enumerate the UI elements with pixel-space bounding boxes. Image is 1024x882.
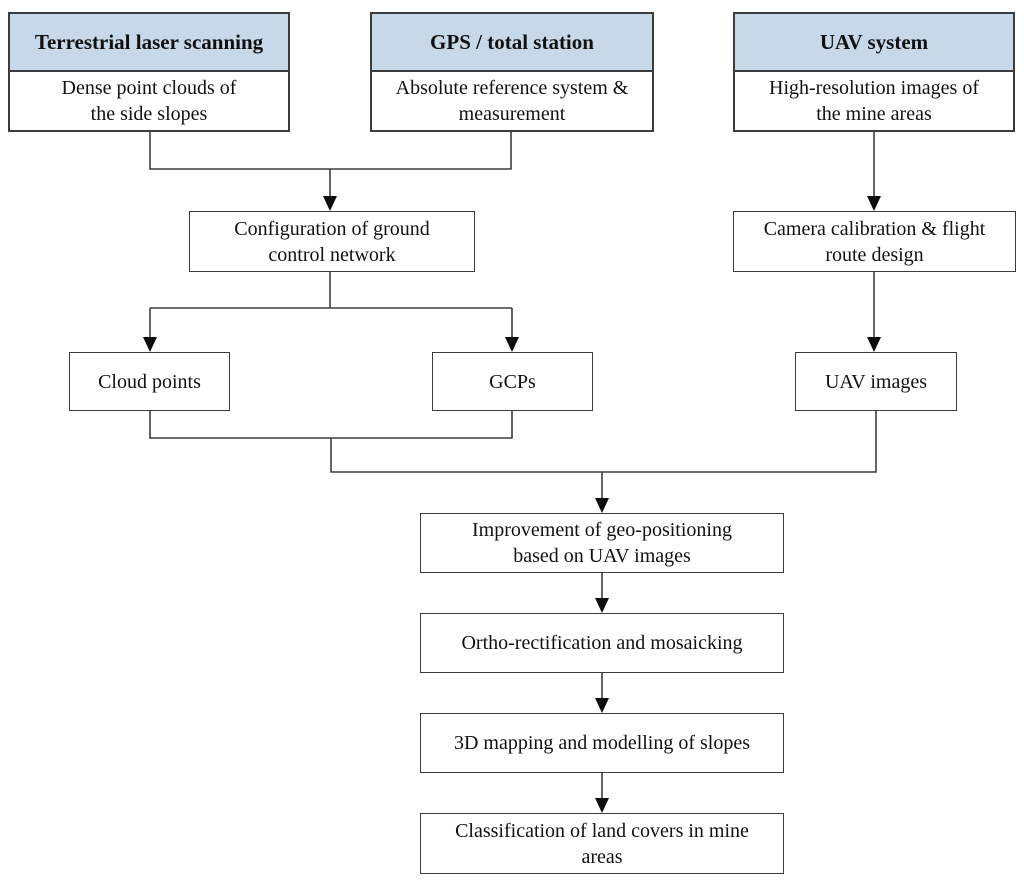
- arrowhead-mapping: [595, 698, 609, 713]
- edge-tls-gps-merge: [149, 130, 512, 170]
- node-configuration-ground-control-network: Configuration of ground control network: [189, 211, 475, 272]
- arrowhead-cloud-points: [143, 337, 157, 352]
- group-uav-system: UAV system High-resolution images of the…: [733, 12, 1015, 132]
- arrowhead-config: [323, 196, 337, 211]
- group-gps-total-station-output: Absolute reference system & measurement: [372, 72, 652, 130]
- node-3d-mapping-modelling-slopes: 3D mapping and modelling of slopes: [420, 713, 784, 773]
- group-terrestrial-laser-scanning-title: Terrestrial laser scanning: [10, 14, 288, 72]
- group-terrestrial-laser-scanning-output: Dense point clouds of the side slopes: [10, 72, 288, 130]
- arrowhead-ortho: [595, 598, 609, 613]
- group-uav-system-title: UAV system: [735, 14, 1013, 72]
- arrowhead-camera: [867, 196, 881, 211]
- group-uav-system-output: High-resolution images of the mine areas: [735, 72, 1013, 130]
- node-gcps: GCPs: [432, 352, 593, 411]
- node-camera-calibration-flight-route-design: Camera calibration & flight route design: [733, 211, 1016, 272]
- arrowhead-classification: [595, 798, 609, 813]
- edge-outputs-merge-bus: [149, 411, 877, 473]
- arrowhead-gcps: [505, 337, 519, 352]
- group-gps-total-station-title: GPS / total station: [372, 14, 652, 72]
- node-ortho-rectification-mosaicking: Ortho-rectification and mosaicking: [420, 613, 784, 673]
- node-uav-images: UAV images: [795, 352, 957, 411]
- group-gps-total-station: GPS / total station Absolute reference s…: [370, 12, 654, 132]
- node-improvement-geo-positioning: Improvement of geo-positioning based on …: [420, 513, 784, 573]
- node-classification-land-covers: Classification of land covers in mine ar…: [420, 813, 784, 874]
- node-cloud-points: Cloud points: [69, 352, 230, 411]
- arrowhead-improvement: [595, 498, 609, 513]
- arrowhead-uav-images: [867, 337, 881, 352]
- edge-config-split-bus: [150, 272, 512, 309]
- group-terrestrial-laser-scanning: Terrestrial laser scanning Dense point c…: [8, 12, 290, 132]
